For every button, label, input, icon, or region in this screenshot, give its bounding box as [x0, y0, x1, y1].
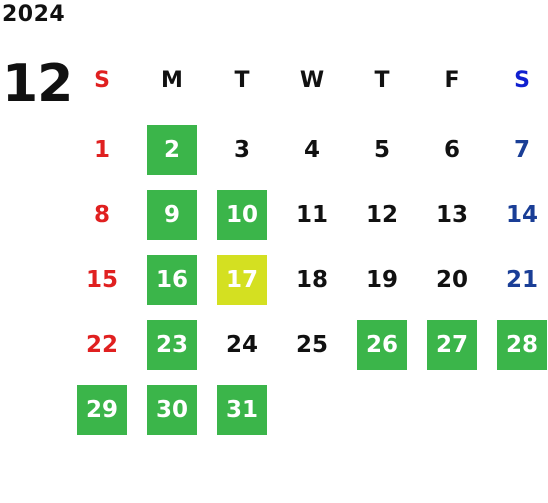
calendar-day[interactable]: 27	[427, 320, 477, 370]
calendar-day[interactable]: 3	[233, 137, 250, 163]
calendar-day[interactable]: 8	[93, 202, 110, 228]
weekday-header: T	[234, 67, 250, 93]
calendar-day[interactable]: 6	[443, 137, 460, 163]
calendar-day[interactable]: 2	[147, 125, 197, 175]
calendar-day[interactable]: 19	[365, 267, 398, 293]
calendar-day[interactable]: 20	[435, 267, 468, 293]
calendar-day[interactable]: 25	[295, 332, 328, 358]
calendar-day[interactable]: 4	[303, 137, 320, 163]
calendar-day[interactable]: 22	[85, 332, 118, 358]
weekday-header: M	[161, 67, 183, 93]
calendar-day[interactable]: 24	[225, 332, 258, 358]
calendar-month: 12	[2, 54, 73, 114]
calendar-day[interactable]: 31	[217, 385, 267, 435]
calendar-day[interactable]: 28	[497, 320, 547, 370]
calendar-day[interactable]: 14	[505, 202, 538, 228]
calendar-day[interactable]: 7	[513, 137, 530, 163]
calendar-day[interactable]: 1	[93, 137, 110, 163]
calendar-day[interactable]: 21	[505, 267, 538, 293]
calendar-day[interactable]: 29	[77, 385, 127, 435]
weekday-header: T	[374, 67, 390, 93]
calendar-day[interactable]: 18	[295, 267, 328, 293]
calendar-day[interactable]: 23	[147, 320, 197, 370]
weekday-header: S	[94, 67, 110, 93]
calendar-day[interactable]: 13	[435, 202, 468, 228]
calendar-day[interactable]: 5	[373, 137, 390, 163]
weekday-header: W	[299, 67, 325, 93]
calendar-day[interactable]: 10	[217, 190, 267, 240]
calendar-day[interactable]: 12	[365, 202, 398, 228]
calendar-day[interactable]: 9	[147, 190, 197, 240]
calendar-day[interactable]: 30	[147, 385, 197, 435]
calendar-day[interactable]: 15	[85, 267, 118, 293]
weekday-header: F	[444, 67, 460, 93]
calendar-day[interactable]: 26	[357, 320, 407, 370]
calendar-day[interactable]: 17	[217, 255, 267, 305]
calendar-day[interactable]: 16	[147, 255, 197, 305]
calendar-day[interactable]: 11	[295, 202, 328, 228]
calendar-year: 2024	[2, 2, 66, 27]
weekday-header: S	[514, 67, 530, 93]
